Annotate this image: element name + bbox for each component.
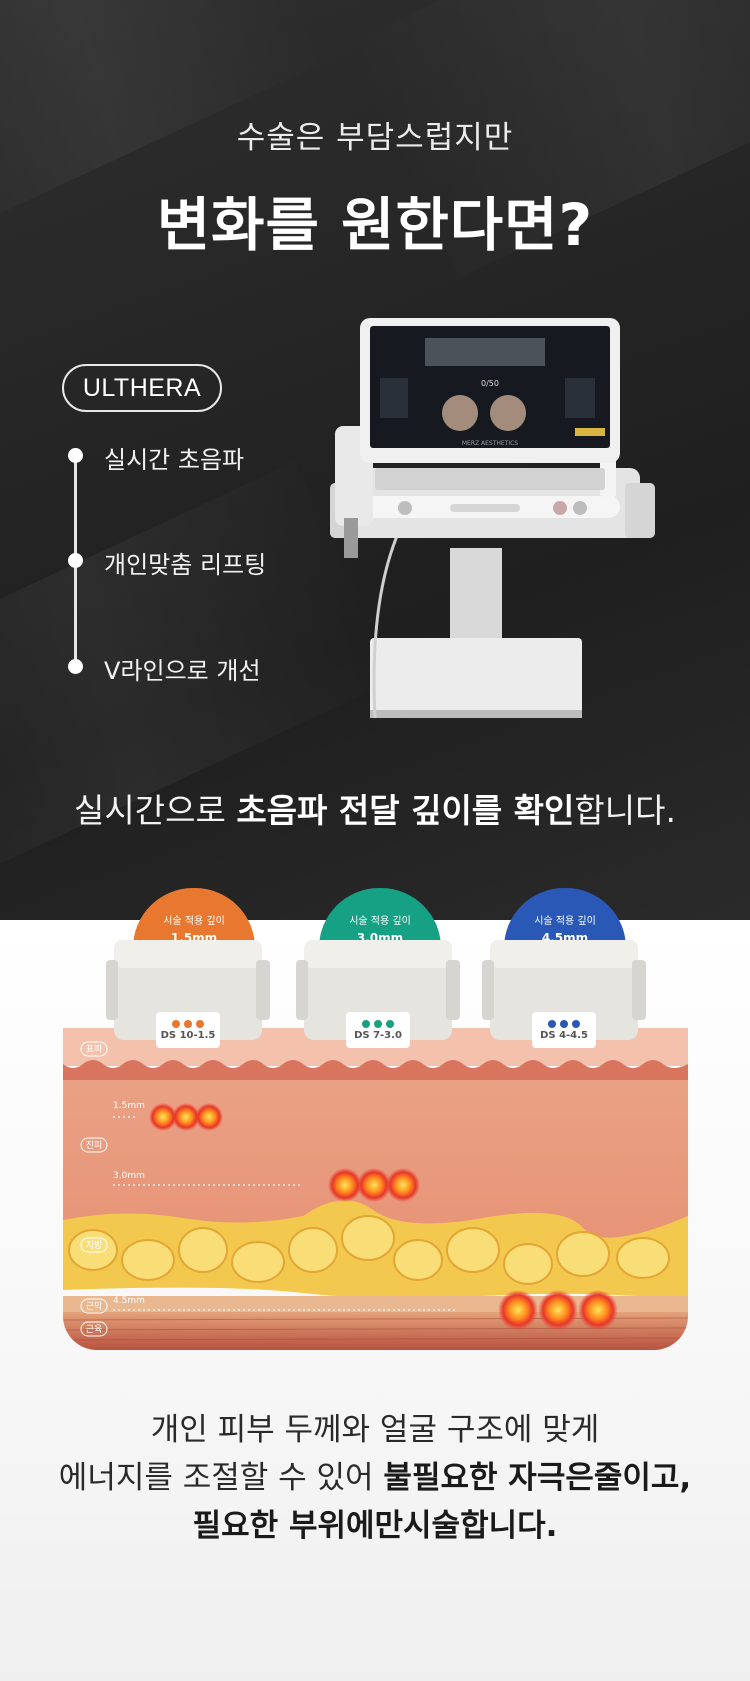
copy-bold-text: 불필요한 자극은줄이고, (383, 1460, 692, 1496)
copy-text: 에너지를 조절할 수 있어 (58, 1460, 384, 1496)
brand-badge: ULTHERA (62, 364, 222, 412)
dome-label: 시술 적용 깊이 (163, 916, 225, 927)
copy-line-2: 에너지를 조절할 수 있어 불필요한 자극은줄이고, (0, 1452, 750, 1497)
transducer-head-2 (296, 940, 460, 1048)
hero-subtitle: 수술은 부담스럽지만 (236, 120, 514, 156)
transducer-code: DS 4-4.5 (540, 1030, 588, 1041)
depth-caption: 실시간으로 초음파 전달 깊이를 확인합니다. (0, 784, 750, 832)
transducer-code: DS 7-3.0 (354, 1030, 402, 1041)
depth-label-3: 4.5mm (113, 1296, 145, 1306)
layer-fascia: 근막 (86, 1301, 103, 1312)
ulthera-device-image: 0/50 MERZ AESTHETICS (330, 318, 655, 718)
heat-points-1 (149, 1103, 223, 1131)
feature-item-3: V라인으로 개선 (104, 657, 261, 685)
timeline-dot (68, 659, 83, 674)
timeline-dot (68, 553, 83, 568)
caption-text-end: 합니다. (574, 791, 676, 830)
transducer-head-3 (482, 940, 646, 1048)
screen-counter: 0/50 (481, 379, 499, 388)
layer-muscle: 근육 (86, 1324, 103, 1335)
timeline-dot (68, 448, 83, 463)
copy-line-1: 개인 피부 두께와 얼굴 구조에 맞게 (150, 1412, 600, 1448)
heat-points-2 (328, 1168, 420, 1202)
copy-line-3: 필요한 부위에만시술합니다. (0, 1500, 750, 1545)
depth-label-1: 1.5mm (113, 1101, 145, 1111)
layer-epidermis: 표피 (86, 1044, 103, 1055)
hero-section: 수술은 부담스럽지만 변화를 원한다면? ULTHERA 실시간 초음파 개인맞… (0, 0, 750, 920)
heat-points-3 (498, 1290, 618, 1330)
depth-label-2: 3.0mm (113, 1171, 145, 1181)
caption-text: 실시간으로 (74, 791, 237, 830)
screen-brand: MERZ AESTHETICS (462, 440, 518, 447)
feature-item-2: 개인맞춤 리프팅 (104, 551, 267, 579)
dome-label: 시술 적용 깊이 (349, 916, 411, 927)
dome-label: 시술 적용 깊이 (534, 916, 596, 927)
caption-bold-text: 초음파 전달 깊이를 확인 (236, 791, 575, 830)
transducer-code: DS 10-1.5 (160, 1030, 216, 1041)
feature-item-1: 실시간 초음파 (104, 446, 245, 474)
transducer-head-1 (106, 940, 270, 1048)
copy-bold-text: 필요한 부위에만시술합니다. (192, 1508, 558, 1544)
hero-title: 변화를 원한다면? (156, 191, 594, 259)
skin-cross-section: 1.5mm 3.0mm 4.5mm 표피 진피 지방 근막 근육 (63, 1028, 688, 1350)
layer-dermis: 진피 (86, 1140, 103, 1151)
layer-fat: 지방 (86, 1240, 103, 1251)
